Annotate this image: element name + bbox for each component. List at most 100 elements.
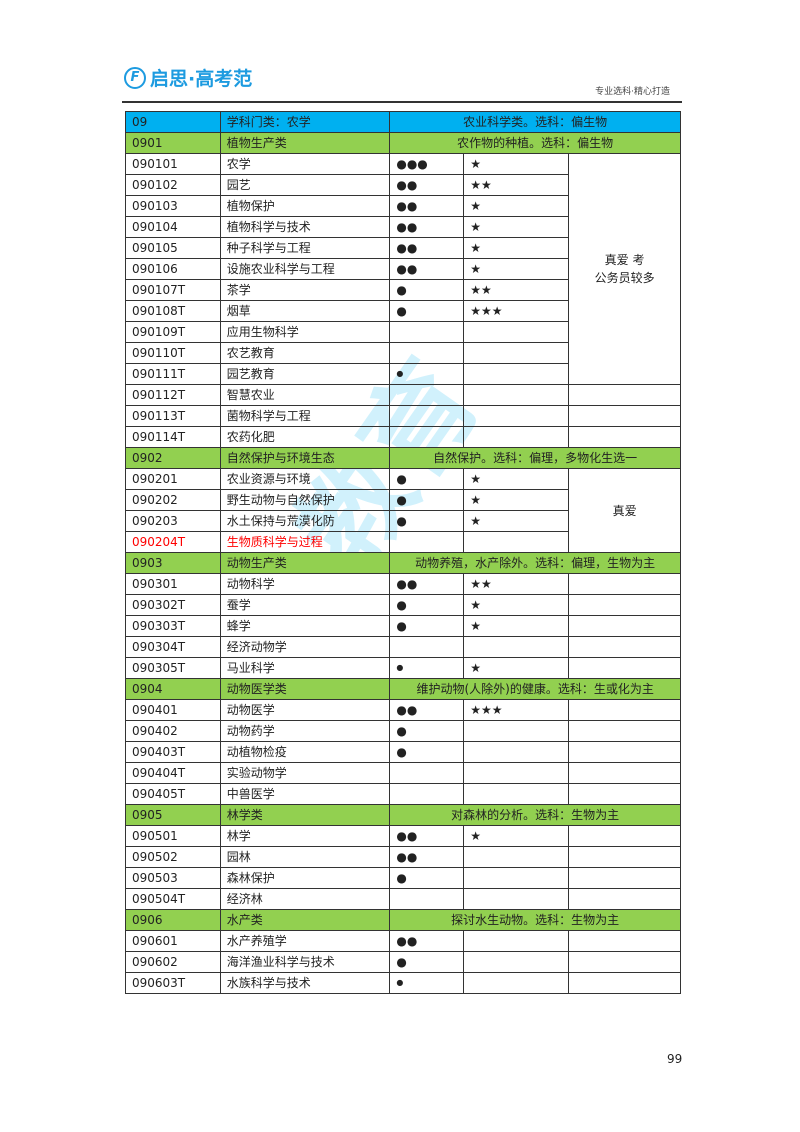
- dots-cell: ●●: [389, 825, 465, 847]
- name-cell: 植物科学与技术: [219, 216, 391, 238]
- code-cell: 0904: [125, 678, 221, 700]
- dots-cell: ●●: [389, 573, 465, 595]
- name-cell: 应用生物科学: [219, 321, 391, 343]
- code-cell: 090109T: [125, 321, 221, 343]
- code-cell: 0905: [125, 804, 221, 826]
- name-cell: 蚕学: [219, 594, 391, 616]
- dots-cell: ●: [389, 867, 465, 889]
- remark-cell: [568, 972, 681, 994]
- code-cell: 090112T: [125, 384, 221, 406]
- dots-cell: ●: [389, 657, 465, 679]
- code-cell: 090503: [125, 867, 221, 889]
- dots-cell: ●: [389, 510, 465, 532]
- dots-cell: ●●: [389, 930, 465, 952]
- code-cell: 090402: [125, 720, 221, 742]
- code-cell: 090110T: [125, 342, 221, 364]
- code-cell: 090111T: [125, 363, 221, 385]
- name-cell: 农艺教育: [219, 342, 391, 364]
- name-cell: 动物医学: [219, 699, 391, 721]
- stars-cell: [463, 867, 570, 889]
- name-cell: 动物药学: [219, 720, 391, 742]
- header-divider: [122, 101, 682, 103]
- stars-cell: ★: [463, 510, 570, 532]
- dots-cell: [389, 888, 465, 910]
- code-cell: 0903: [125, 552, 221, 574]
- name-cell: 动植物检疫: [219, 741, 391, 763]
- code-cell: 090113T: [125, 405, 221, 427]
- stars-cell: [463, 762, 570, 784]
- remark-cell: [568, 573, 681, 595]
- dots-cell: ●: [389, 720, 465, 742]
- code-cell: 090602: [125, 951, 221, 973]
- name-cell: 设施农业科学与工程: [219, 258, 391, 280]
- code-cell: 09: [125, 111, 221, 133]
- stars-cell: [463, 741, 570, 763]
- dots-cell: ●●: [389, 216, 465, 238]
- code-cell: 090104: [125, 216, 221, 238]
- desc-cell: 农业科学类。选科：偏生物: [389, 111, 681, 133]
- name-cell: 林学: [219, 825, 391, 847]
- remark-cell: [568, 888, 681, 910]
- stars-cell: ★★: [463, 174, 570, 196]
- dots-cell: [389, 426, 465, 448]
- logo: F 启思·高考范: [124, 64, 252, 91]
- code-cell: 090403T: [125, 741, 221, 763]
- remark-cell: [568, 846, 681, 868]
- dots-cell: ●●: [389, 174, 465, 196]
- code-cell: 090101: [125, 153, 221, 175]
- desc-cell: 维护动物(人除外)的健康。选科：生或化为主: [389, 678, 681, 700]
- stars-cell: ★: [463, 258, 570, 280]
- stars-cell: [463, 720, 570, 742]
- remark-cell: [568, 741, 681, 763]
- stars-cell: ★: [463, 153, 570, 175]
- name-cell: 海洋渔业科学与技术: [219, 951, 391, 973]
- code-cell: 0901: [125, 132, 221, 154]
- name-cell: 森林保护: [219, 867, 391, 889]
- dots-cell: ●●: [389, 237, 465, 259]
- remark-cell: [568, 930, 681, 952]
- name-cell: 经济动物学: [219, 636, 391, 658]
- code-cell: 090401: [125, 699, 221, 721]
- dots-cell: ●●: [389, 699, 465, 721]
- logo-text: 启思·高考范: [150, 68, 253, 90]
- name-cell: 经济林: [219, 888, 391, 910]
- stars-cell: [463, 783, 570, 805]
- stars-cell: [463, 636, 570, 658]
- dots-cell: [389, 405, 465, 427]
- name-cell: 园艺教育: [219, 363, 391, 385]
- remark-cell: [568, 384, 681, 406]
- name-cell: 农药化肥: [219, 426, 391, 448]
- remark-cell: [568, 405, 681, 427]
- dots-cell: ●●: [389, 846, 465, 868]
- name-cell: 茶学: [219, 279, 391, 301]
- stars-cell: [463, 384, 570, 406]
- dots-cell: [389, 531, 465, 553]
- remark-cell: [568, 657, 681, 679]
- stars-cell: ★★: [463, 573, 570, 595]
- name-cell: 种子科学与工程: [219, 237, 391, 259]
- stars-cell: [463, 405, 570, 427]
- code-cell: 090303T: [125, 615, 221, 637]
- dots-cell: ●: [389, 363, 465, 385]
- dots-cell: ●: [389, 489, 465, 511]
